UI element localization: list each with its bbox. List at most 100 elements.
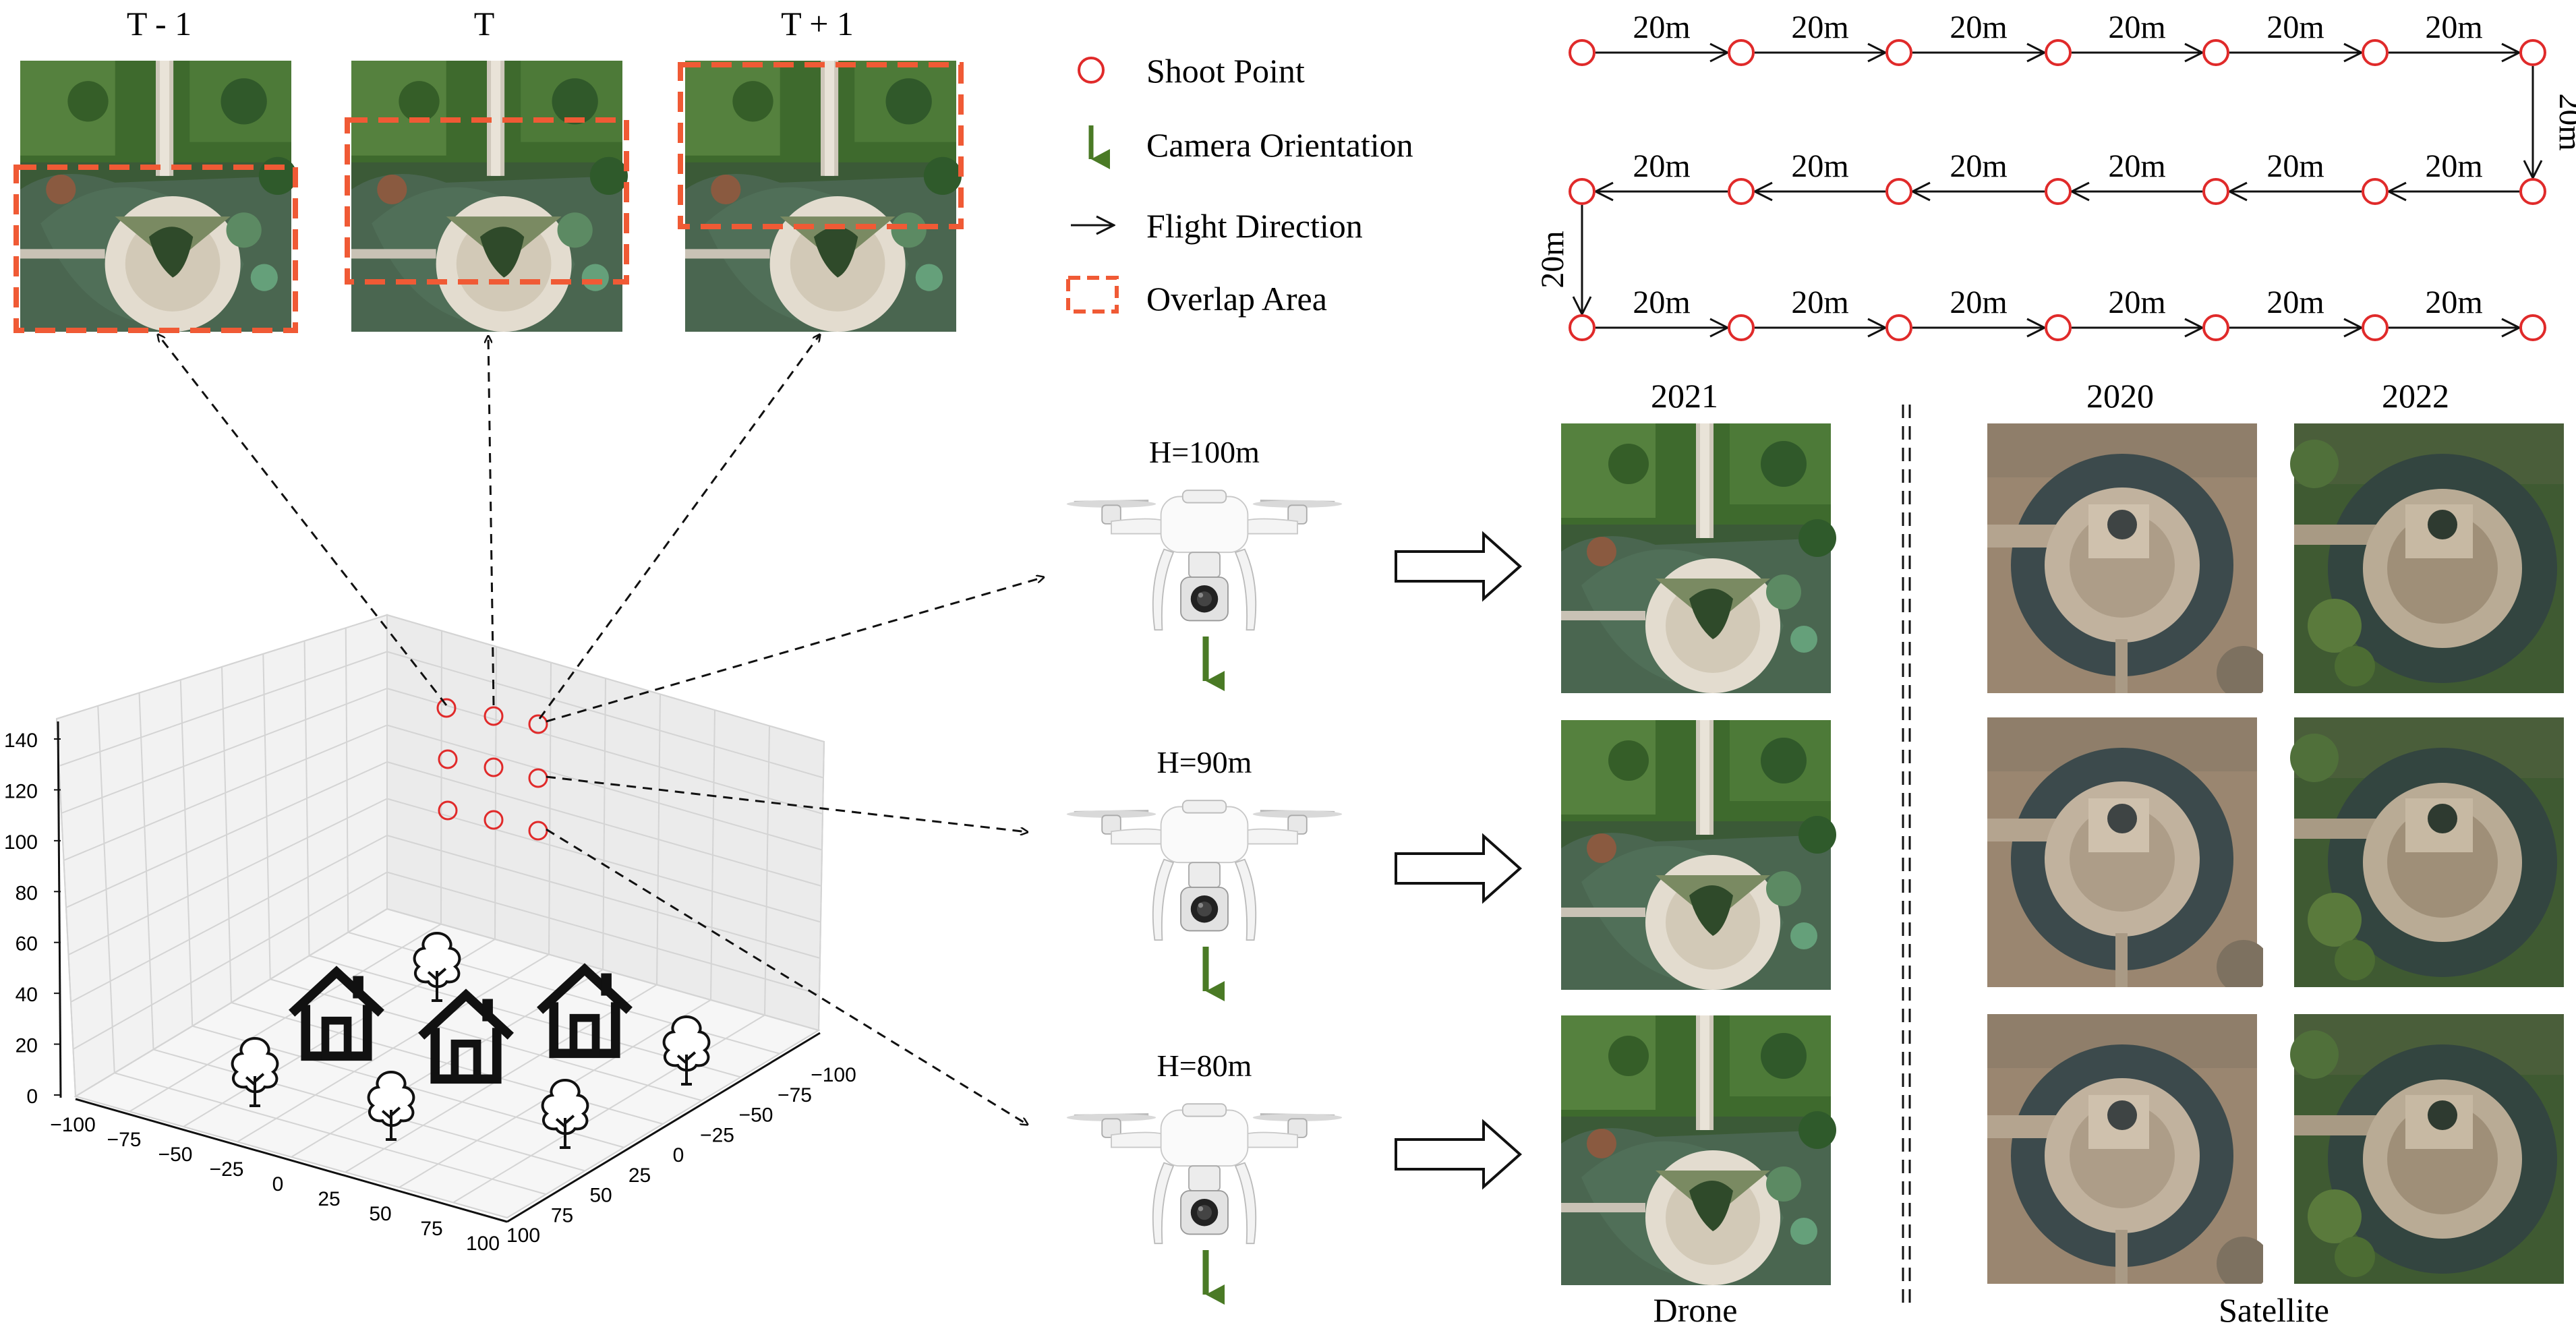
- grid-line: [386, 724, 823, 851]
- frame-label-t: T: [474, 5, 495, 42]
- segment-distance-label: 20m: [2108, 285, 2165, 320]
- z-tick-label: 0: [26, 1086, 38, 1108]
- shoot-point: [2362, 314, 2389, 341]
- grid-line: [61, 688, 388, 814]
- hollow-arrow-100m: [1395, 531, 1523, 602]
- grid-line: [710, 709, 715, 1001]
- x-tick-label: −25: [210, 1158, 244, 1181]
- segment-distance-label: 20m: [1950, 285, 2007, 320]
- segment-distance-label: 20m: [2266, 9, 2324, 45]
- shoot-point: [2202, 314, 2229, 341]
- shoot-point: [1728, 178, 1755, 205]
- y-tick-label: 0: [673, 1144, 684, 1166]
- grid-line: [65, 761, 388, 908]
- connector-to-drone-80m: [546, 828, 1028, 1125]
- x-tick-label: −100: [50, 1114, 96, 1136]
- x-tick-label: 50: [369, 1203, 391, 1225]
- segment-distance-label: 20m: [2108, 9, 2165, 45]
- flight-path-diagram: 20m 20m 20m 20m 20m 20m 20m 20m 20m 20m 20m 20m 20m 2…: [1535, 9, 2576, 341]
- y-tick-label: −50: [739, 1104, 773, 1127]
- shoot-point: [528, 768, 548, 788]
- segment-distance-label: 20m: [2266, 148, 2324, 184]
- connector-to-frame-t-plus-1: [538, 334, 820, 719]
- drone-height-label-90m: H=90m: [1157, 745, 1252, 779]
- z-tick-label: 60: [16, 933, 38, 955]
- grid-line: [270, 978, 703, 1102]
- legend: Shoot Point Camera Orientation Flight Di…: [1066, 52, 1413, 318]
- y-tick-label: −25: [700, 1124, 734, 1146]
- grid-line: [764, 726, 770, 1015]
- grid-line: [262, 653, 271, 980]
- grid-line: [506, 1030, 819, 1218]
- satellite-image-2020-row2: [1987, 717, 2263, 987]
- z-tick-label: 100: [4, 831, 38, 854]
- x-tick-label: 100: [466, 1233, 500, 1255]
- connector-to-frame-t-minus-1: [158, 334, 448, 706]
- z-tick-label: 20: [16, 1035, 38, 1057]
- satellite-image-2022-row1: [2290, 423, 2564, 693]
- legend-label-flight-direction: Flight Direction: [1146, 207, 1363, 245]
- x-tick-label: 75: [420, 1218, 442, 1240]
- shoot-point: [2202, 39, 2229, 66]
- y-tick-label: 75: [551, 1204, 573, 1226]
- satellite-image-2022-row3: [2290, 1014, 2564, 1284]
- legend-label-shoot-point: Shoot Point: [1146, 52, 1305, 90]
- segment-distance-label: 20m: [2552, 93, 2576, 150]
- segment-distance-label: 20m: [2108, 148, 2165, 184]
- z-tick-label: 120: [4, 780, 38, 802]
- y-tick-label: 50: [589, 1185, 612, 1207]
- y-tick-label: 100: [506, 1224, 540, 1247]
- shoot-point: [2202, 178, 2229, 205]
- z-tick-label: 80: [16, 882, 38, 904]
- shoot-point: [484, 706, 504, 726]
- drone-height-label-80m: H=80m: [1157, 1048, 1252, 1083]
- hollow-arrow-80m: [1395, 1119, 1523, 1190]
- segment-distance-label: 20m: [2425, 148, 2482, 184]
- satellite-caption: Satellite: [2219, 1291, 2329, 1329]
- shoot-point: [1885, 39, 1912, 66]
- y-axis-line: [506, 1032, 821, 1223]
- shoot-point: [2362, 178, 2389, 205]
- shoot-point: [484, 757, 504, 777]
- satellite-image-2020-row3: [1987, 1014, 2263, 1284]
- segment-distance-label: 20m: [1633, 148, 1690, 184]
- grid-line: [386, 651, 824, 779]
- overlap-area-dashed-box-icon: [1066, 276, 1119, 314]
- drone-image-100m: [1561, 423, 1836, 693]
- grid-line: [656, 694, 661, 985]
- shoot-point: [1569, 39, 1596, 66]
- shoot-point: [1569, 178, 1596, 205]
- drone-image-80m: [1561, 1015, 1836, 1285]
- grid-line: [386, 614, 825, 742]
- frame-image-t: [345, 61, 629, 332]
- y-tick-label: 25: [628, 1164, 651, 1187]
- grid-line: [386, 908, 819, 1031]
- shoot-point: [2045, 39, 2072, 66]
- connector-to-frame-t: [488, 336, 495, 706]
- shoot-point: [2045, 178, 2072, 205]
- segment-distance-label: 20m: [1633, 9, 1690, 45]
- frame-sequence: T - 1 T T + 1: [13, 5, 964, 333]
- segment-distance-label: 20m: [1791, 285, 1848, 320]
- segment-distance-label: 20m: [1535, 231, 1571, 288]
- connector-lines: [158, 334, 1044, 1125]
- x-tick-label: 0: [272, 1173, 284, 1195]
- satellite-image-2020-row1: [1987, 423, 2263, 693]
- segment-distance-label: 20m: [1950, 9, 2007, 45]
- frame-image-t-plus-1: [678, 61, 964, 332]
- segment-distance-label: 20m: [2425, 285, 2482, 320]
- shoot-point: [2045, 314, 2072, 341]
- z-tick-label: 40: [16, 984, 38, 1006]
- satellite-year-label-2020: 2020: [2086, 377, 2154, 415]
- satellite-year-label-2022: 2022: [2382, 377, 2449, 415]
- x-tick-label: −50: [158, 1144, 193, 1166]
- connector-to-drone-100m: [546, 577, 1044, 723]
- drone-altitude-column: H=100m H=90m H=80m: [1067, 435, 1523, 1305]
- shoot-point: [436, 698, 457, 718]
- frame-label-t-plus-1: T + 1: [781, 5, 854, 42]
- shoot-point: [1728, 39, 1755, 66]
- drone-illustration-90m: [1067, 800, 1342, 940]
- segment-distance-label: 20m: [2266, 285, 2324, 320]
- shoot-point: [484, 810, 504, 830]
